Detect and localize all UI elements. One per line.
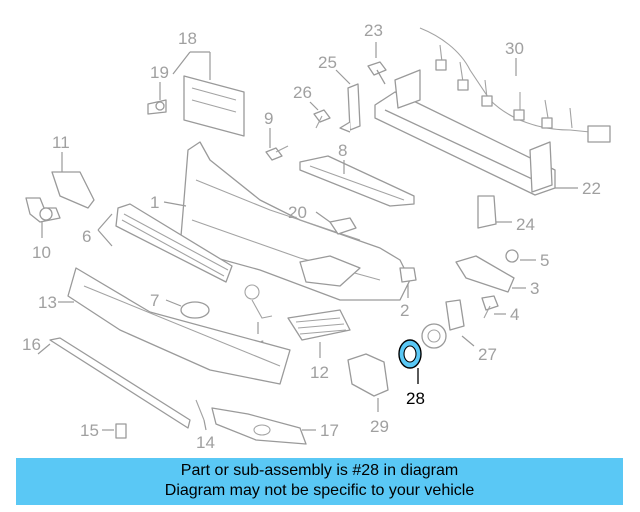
callout-7: 7 <box>150 291 159 310</box>
bolt-part-4[interactable]: 4 <box>481 295 519 324</box>
guide-part-3[interactable]: 3 <box>455 255 539 298</box>
parking-sensor-part-27[interactable]: 27 <box>421 299 497 364</box>
callout-13: 13 <box>38 293 57 312</box>
license-plate-bracket-part-18[interactable]: 18 <box>172 29 245 137</box>
callout-6: 6 <box>82 227 91 246</box>
callout-27: 27 <box>478 345 497 364</box>
impact-bar-part-22[interactable]: 22 <box>374 69 601 198</box>
callout-9: 9 <box>264 109 273 128</box>
reinforcement-part-8[interactable]: 8 <box>299 141 415 207</box>
callout-10: 10 <box>32 243 51 262</box>
callout-1: 1 <box>150 193 159 212</box>
callout-20: 20 <box>288 203 307 222</box>
callout-12: 12 <box>310 363 329 382</box>
bolt-part-23[interactable]: 23 <box>364 21 387 85</box>
callout-23: 23 <box>364 21 383 40</box>
callout-25: 25 <box>318 53 337 72</box>
callout-14: 14 <box>196 433 215 452</box>
bracket-part-25[interactable]: 25 <box>318 53 361 133</box>
callout-15: 15 <box>80 421 99 440</box>
cap-part-20[interactable]: 20 <box>288 203 357 235</box>
callout-19: 19 <box>150 63 169 82</box>
molding-part-16[interactable]: 16 <box>22 335 191 429</box>
callout-28: 28 <box>406 389 425 408</box>
callout-22: 22 <box>582 179 601 198</box>
sensor-ring-part-28[interactable]: 28 <box>398 339 425 408</box>
bracket-part-29[interactable]: 29 <box>347 353 389 436</box>
banner-line-2: Diagram may not be specific to your vehi… <box>164 482 475 499</box>
bracket-part-24[interactable]: 24 <box>477 195 535 234</box>
callout-16: 16 <box>22 335 41 354</box>
callout-11: 11 <box>52 133 70 152</box>
callout-29: 29 <box>370 417 389 436</box>
emblem-part-7[interactable]: 7 <box>150 291 210 319</box>
callout-3: 3 <box>530 279 539 298</box>
clip-part-5[interactable]: 5 <box>505 249 549 270</box>
wiring-harness-part-30[interactable]: 30 <box>419 27 611 143</box>
callout-24: 24 <box>516 215 535 234</box>
parts-diagram: 30 22 23 25 26 18 <box>22 21 611 452</box>
info-banner: Part or sub-assembly is #28 in diagram D… <box>16 458 623 505</box>
callout-4: 4 <box>510 305 519 324</box>
lower-trim-part-17[interactable]: 17 <box>211 407 339 445</box>
bolt-part-26[interactable]: 26 <box>293 83 331 129</box>
grille-part-6[interactable]: 6 <box>82 203 233 283</box>
callout-17: 17 <box>320 421 339 440</box>
callout-5: 5 <box>540 251 549 270</box>
callout-2: 2 <box>400 301 409 320</box>
lower-grille-part-13[interactable]: 13 <box>38 267 291 385</box>
callout-30: 30 <box>505 39 524 58</box>
bumper-cover-part-1[interactable]: 1 <box>150 141 411 301</box>
callout-18: 18 <box>178 29 197 48</box>
sensor-part-10[interactable]: 10 <box>25 197 61 262</box>
clip-part-15[interactable]: 15 <box>80 421 127 440</box>
clip-part-19[interactable]: 19 <box>147 63 169 115</box>
banner-line-1: Part or sub-assembly is #28 in diagram <box>180 462 459 479</box>
bolt-part-2[interactable]: 2 <box>399 267 417 320</box>
bracket-part-11[interactable]: 11 <box>51 133 95 209</box>
fog-grille-part-12[interactable]: 12 <box>287 309 351 382</box>
callout-8: 8 <box>338 141 347 160</box>
callout-26: 26 <box>293 83 312 102</box>
trim-part-14[interactable]: 14 <box>195 399 215 452</box>
bolt-part-9[interactable]: 9 <box>264 109 289 161</box>
